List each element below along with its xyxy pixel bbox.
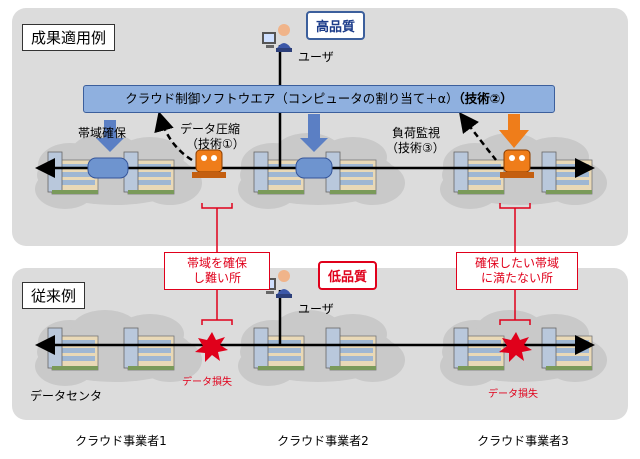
high-quality-badge: 高品質 — [306, 11, 366, 40]
callout-line: 確保したい帯域 — [474, 256, 559, 270]
datacenter-label: データセンタ — [30, 389, 103, 403]
bandwidth-secure-label: 帯域確保 — [78, 126, 127, 140]
bandwidth-insufficient-callout: 確保したい帯域 に満たない所 — [456, 252, 578, 290]
provider-2-label: クラウド事業者2 — [277, 434, 369, 448]
provider-3-label: クラウド事業者3 — [477, 434, 569, 448]
load-monitor-tech-label: （技術③） — [386, 141, 445, 155]
user-label-top: ユーザ — [298, 50, 334, 64]
compression-tech-label: （技術①） — [186, 137, 245, 151]
data-loss-label: データ損失 — [182, 377, 232, 388]
orange-arrow-icon — [499, 114, 529, 148]
control-software-text: クラウド制御ソフトウエア（コンピュータの割り当て＋α） — [125, 91, 459, 106]
bandwidth-hard-callout: 帯域を確保 し難い所 — [164, 252, 270, 290]
data-loss-burst-icon — [499, 332, 532, 362]
provider-1-label: クラウド事業者1 — [75, 434, 167, 448]
user-icon-top — [262, 24, 292, 52]
low-quality-badge: 低品質 — [318, 261, 378, 290]
control-arrow-icon — [300, 114, 328, 152]
dashed-arrow-compression — [154, 111, 193, 162]
compression-robot-icon — [192, 149, 226, 178]
callout-line: し難い所 — [192, 271, 241, 285]
callout-line: 帯域を確保 — [186, 256, 247, 270]
bandwidth-pipe-icon — [87, 157, 129, 179]
applied-section-label: 成果適用例 — [22, 24, 116, 51]
load-monitor-label: 負荷監視 — [392, 126, 441, 140]
compression-label: データ圧縮 — [180, 122, 241, 136]
user-label-bottom: ユーザ — [298, 302, 334, 316]
control-arrow-icon — [96, 120, 124, 152]
control-software-tech: （技術②） — [458, 91, 513, 106]
dashed-arrow-monitor — [458, 112, 497, 161]
bandwidth-pipe-icon — [295, 157, 333, 179]
data-loss-label: データ損失 — [488, 389, 538, 400]
cloud-control-software-bar: クラウド制御ソフトウエア（コンピュータの割り当て＋α）（技術②） — [83, 85, 555, 113]
callout-line: に満たない所 — [480, 271, 553, 285]
monitor-robot-icon — [500, 149, 534, 178]
conventional-section-label: 従来例 — [22, 282, 86, 309]
data-loss-burst-icon — [195, 332, 228, 362]
